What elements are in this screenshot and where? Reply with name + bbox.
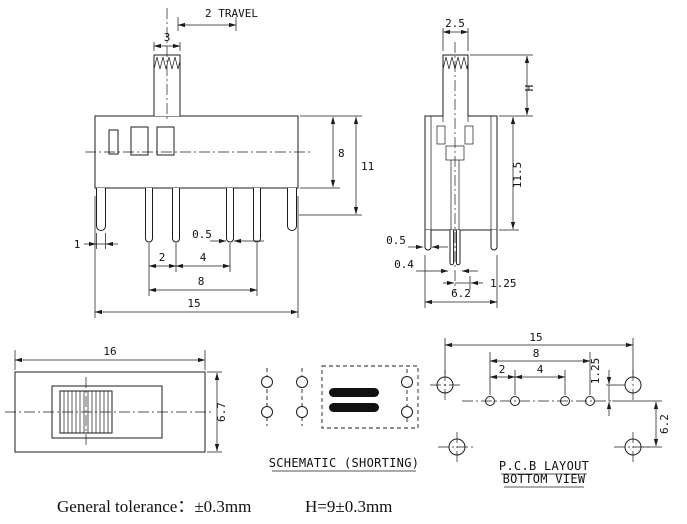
side-dim-knob-width: 2.5 (445, 17, 465, 30)
front-body-slot-3 (156, 126, 175, 156)
side-body (424, 115, 498, 231)
front-dim-travel: 2 TRAVEL (205, 7, 258, 20)
pcb-dim-span: 8 (533, 347, 540, 360)
front-body-slot-2 (130, 126, 149, 156)
schematic-view: SCHEMATIC (SHORTING) (261, 365, 420, 472)
front-dim-tab-width: 1 (74, 238, 81, 251)
front-dim-body-width: 15 (187, 297, 200, 310)
schematic-dashed-box (321, 365, 419, 429)
front-dim-pin-span: 8 (198, 275, 205, 288)
front-tab-left (96, 188, 106, 231)
front-knob-knurl (153, 56, 181, 70)
schematic-shorting-bar-bottom (329, 403, 379, 412)
pcb-caption-line2: BOTTOM VIEW (503, 472, 586, 486)
side-knob (442, 54, 469, 116)
schematic-terminal-5 (296, 406, 308, 418)
front-pin-3 (226, 188, 234, 243)
front-tab-right (287, 188, 297, 231)
front-dim-pin-width: 0.5 (192, 228, 212, 241)
side-dim-pin-offset: 1.25 (490, 277, 517, 290)
side-dim-pin-thickness: 0.4 (394, 258, 414, 271)
side-body-outline (424, 115, 498, 231)
front-body-slot-1 (108, 129, 119, 155)
side-body-slot-right (464, 125, 474, 145)
top-dim-width: 16 (103, 345, 116, 358)
schematic-caption: SCHEMATIC (SHORTING) (269, 456, 420, 470)
side-dim-body-height: 11.5 (511, 162, 524, 189)
side-dim-tab-thickness: 0.5 (386, 234, 406, 247)
side-dim-depth: 6.2 (451, 287, 471, 300)
schematic-terminal-4 (261, 406, 273, 418)
side-dim-knob-height: H (523, 85, 536, 92)
pcb-dim-width: 15 (529, 331, 542, 344)
top-dim-depth: 6.7 (215, 402, 228, 422)
side-tab-right (490, 230, 498, 251)
front-dim-body-height: 8 (338, 147, 345, 160)
side-body-channel (450, 160, 460, 230)
side-body-inner-walls (430, 116, 492, 230)
side-knob-knurl (442, 56, 469, 70)
front-dim-pitch1: 2 (159, 251, 166, 264)
top-view: 16 6.7 (5, 345, 228, 453)
front-pin-4 (253, 188, 261, 243)
side-pin-front (449, 230, 455, 266)
schematic-terminal-6 (401, 406, 413, 418)
front-dim-knob-width: 3 (164, 31, 171, 44)
pcb-dim-pitch1: 2 (499, 363, 506, 376)
pcb-dim-row-gap: 6.2 (658, 414, 671, 434)
schematic-terminal-3 (401, 376, 413, 388)
side-pins (424, 230, 498, 266)
side-view: 2.5 H 11.5 0.5 0.4 1.25 6.2 (386, 17, 641, 386)
general-tolerance-note: General tolerance：±0.3mm (57, 497, 251, 516)
side-body-slot-left (436, 125, 446, 145)
front-dim-overall-height: 11 (361, 160, 374, 173)
pcb-centerlines (430, 370, 652, 462)
notes: General tolerance：±0.3mm H=9±0.3mm (57, 497, 392, 516)
side-tab-left (424, 230, 432, 251)
pcb-dim-row-offset: 1.25 (589, 358, 602, 385)
pcb-extension-lines (444, 338, 662, 448)
side-knob-outline (442, 54, 469, 116)
h-dimension-note: H=9±0.3mm (305, 497, 392, 516)
schematic-terminal-1 (261, 376, 273, 388)
pcb-caption-line1: P.C.B LAYOUT (499, 459, 589, 473)
pcb-dim-pitch2: 4 (537, 363, 544, 376)
pcb-layout-view: 15 8 2 4 1.25 6.2 P.C.B LAYOUT BOTTOM VI… (430, 331, 671, 488)
front-pins (96, 188, 297, 243)
side-pin-rear (455, 230, 461, 266)
schematic-terminal-2 (296, 376, 308, 388)
front-pin-1 (145, 188, 153, 243)
schematic-shorting-bar-top (329, 388, 379, 397)
front-view: 2 TRAVEL 3 8 11 1 0.5 2 4 8 15 (74, 7, 374, 318)
front-dim-pitch2: 4 (200, 251, 207, 264)
front-pin-2 (172, 188, 180, 243)
